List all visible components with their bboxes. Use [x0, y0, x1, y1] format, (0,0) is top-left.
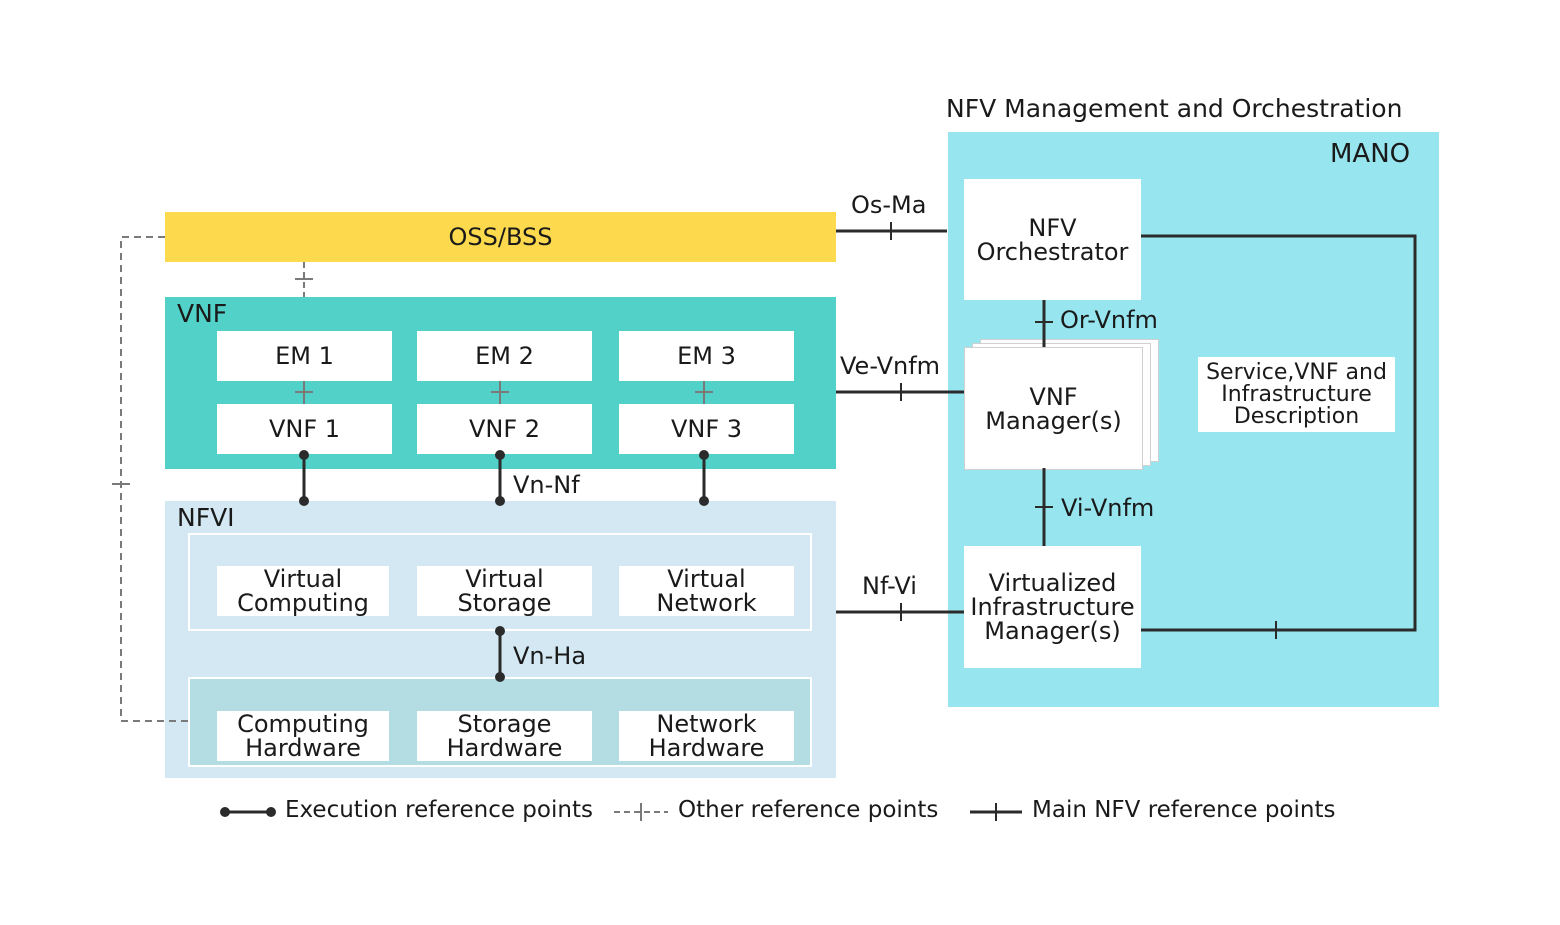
os-ma-label: Os-Ma — [851, 191, 927, 219]
oss-bss-label: OSS/BSS — [448, 223, 553, 251]
legend-other-label: Other reference points — [678, 797, 939, 823]
vim-line1: Virtualized — [988, 569, 1117, 597]
vnf-panel-label: VNF — [177, 299, 228, 328]
vn-ha-dot-a — [495, 626, 505, 636]
vn-nf-dot-3a — [699, 450, 709, 460]
virtual-storage-box[interactable]: Virtual Storage — [417, 566, 592, 616]
legend-main-label: Main NFV reference points — [1032, 797, 1336, 823]
storage-hardware-line2: Hardware — [446, 734, 563, 762]
or-vnfm-label: Or-Vnfm — [1060, 306, 1158, 334]
oss-nfvi-dashed — [120, 236, 188, 722]
vnf-1-label: VNF 1 — [268, 415, 341, 443]
vnf-2-box[interactable]: VNF 2 — [417, 404, 592, 454]
virtual-network-line1: Virtual — [667, 565, 746, 593]
network-hardware-box[interactable]: Network Hardware — [619, 711, 794, 761]
vnf-3-box[interactable]: VNF 3 — [619, 404, 794, 454]
vnf-1-box[interactable]: VNF 1 — [217, 404, 392, 454]
network-hardware-line1: Network — [656, 710, 757, 738]
legend-execution-label: Execution reference points — [285, 797, 593, 823]
vn-nf-dot-1a — [299, 450, 309, 460]
network-hardware-line2: Hardware — [648, 734, 765, 762]
virtual-computing-box[interactable]: Virtual Computing — [217, 566, 389, 616]
storage-hardware-box[interactable]: Storage Hardware — [417, 711, 592, 761]
description-box[interactable]: Service,VNF and Infrastructure Descripti… — [1198, 357, 1395, 432]
virtual-storage-line1: Virtual — [465, 565, 544, 593]
vn-nf-dot-2b — [495, 496, 505, 506]
em-3-box[interactable]: EM 3 — [619, 331, 794, 381]
vnfm-line1: VNF — [1029, 382, 1078, 411]
computing-hardware-box[interactable]: Computing Hardware — [217, 711, 389, 761]
em-1-box[interactable]: EM 1 — [217, 331, 392, 381]
mano-heading: NFV Management and Orchestration — [946, 94, 1403, 123]
description-line3: Description — [1233, 403, 1360, 429]
or-vi-line — [1141, 234, 1417, 632]
virtual-computing-line1: Virtual — [263, 565, 343, 593]
vim-line2: Infrastructure — [970, 593, 1135, 621]
description-line2: Infrastructure — [1221, 381, 1372, 407]
virtual-network-line2: Network — [656, 589, 757, 617]
ve-vnfm-label: Ve-Vnfm — [840, 352, 941, 380]
computing-hardware-line2: Hardware — [245, 734, 361, 762]
virtual-storage-line2: Storage — [457, 589, 552, 617]
vn-nf-dot-2a — [495, 450, 505, 460]
nfvo-line2: Orchestrator — [976, 237, 1129, 266]
vim-line3: Manager(s) — [984, 617, 1121, 645]
storage-hardware-line1: Storage — [457, 710, 552, 738]
vn-nf-label: Vn-Nf — [513, 471, 580, 499]
nfv-orchestrator-box[interactable]: NFV Orchestrator — [964, 179, 1141, 300]
description-line1: Service,VNF and — [1206, 359, 1387, 385]
computing-hardware-line1: Computing — [237, 710, 369, 738]
nf-vi-label: Nf-Vi — [862, 572, 917, 600]
vnfm-line2: Manager(s) — [985, 406, 1122, 435]
vn-ha-label: Vn-Ha — [513, 642, 587, 670]
vnf-2-label: VNF 2 — [468, 415, 541, 443]
vim-box[interactable]: Virtualized Infrastructure Manager(s) — [964, 546, 1141, 668]
vnf-manager-box[interactable]: VNF Manager(s) — [964, 347, 1143, 470]
vnf-3-label: VNF 3 — [670, 415, 743, 443]
em-2-box[interactable]: EM 2 — [417, 331, 592, 381]
vn-nf-dot-3b — [699, 496, 709, 506]
nfvo-line1: NFV — [1028, 213, 1077, 242]
virtual-computing-line2: Computing — [237, 589, 369, 617]
oss-bss-bar[interactable]: OSS/BSS — [165, 212, 836, 262]
em-2-label: EM 2 — [475, 342, 534, 370]
vi-vnfm-label: Vi-Vnfm — [1061, 494, 1155, 522]
em-3-label: EM 3 — [677, 342, 736, 370]
virtual-network-box[interactable]: Virtual Network — [619, 566, 794, 616]
vn-ha-dot-b — [495, 672, 505, 682]
nfvi-panel-label: NFVI — [177, 503, 235, 532]
vn-nf-dot-1b — [299, 496, 309, 506]
em-1-label: EM 1 — [275, 342, 334, 370]
mano-label: MANO — [1330, 139, 1411, 169]
